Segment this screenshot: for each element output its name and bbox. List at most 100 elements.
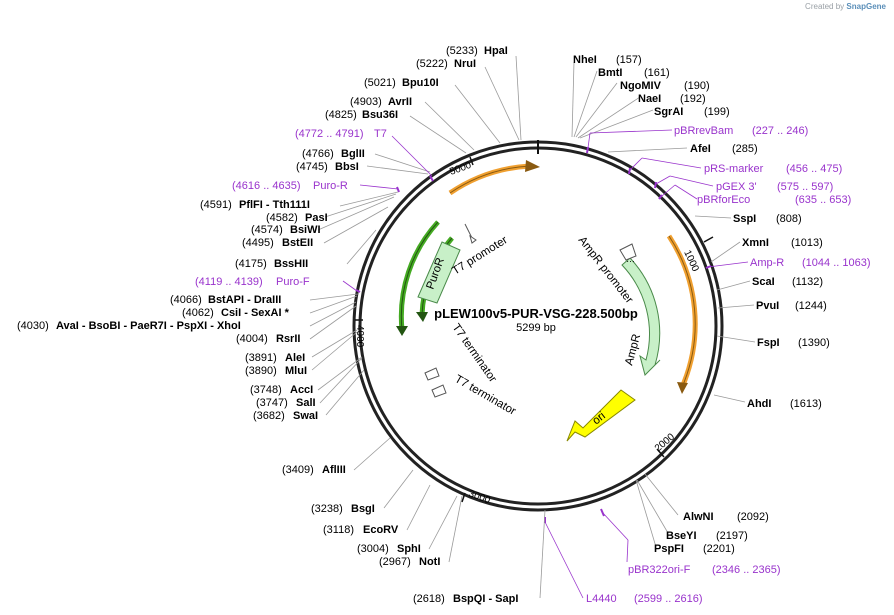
primer-name-t7: T7 [374, 128, 387, 140]
site-pos-bsteii: (4495) [242, 237, 274, 249]
tick-5000 [469, 156, 474, 166]
tick-1000 [703, 236, 714, 243]
puror-arrow-inner-head [416, 312, 428, 322]
site-pos-pasi: (4582) [266, 212, 298, 224]
primer-leader-lines [342, 129, 749, 599]
primer-name-puro-r: Puro-R [313, 180, 348, 192]
small-markers [424, 223, 477, 398]
primer-pos-prs-marker: (456 .. 475) [786, 163, 842, 175]
site-name-bsteii: BstEII [282, 237, 313, 249]
site-pos-ngomiv: (190) [684, 80, 710, 92]
primer-name-pbrrevbam: pBRrevBam [674, 125, 733, 137]
primer-name-prs-marker: pRS-marker [704, 163, 764, 175]
site-pos-hpai: (5233) [446, 45, 478, 57]
site-name-rsrii: RsrII [276, 333, 300, 345]
site-name-sgrai: SgrAI [654, 106, 683, 118]
t7-terminator-label-2: T7 terminator [453, 373, 518, 418]
outer-features [448, 160, 698, 394]
plasmid-length: 5299 bp [516, 322, 556, 334]
ampr-label: AmpR [623, 333, 643, 367]
primer-mark-pbrrevbam [586, 146, 589, 154]
site-pos-acci: (3748) [250, 384, 282, 396]
leader-lines [309, 55, 756, 599]
site-pos-fspi: (1390) [798, 337, 830, 349]
t7-promoter-marker [464, 223, 473, 239]
site-pos-mlui: (3890) [245, 365, 277, 377]
tick-2000 [656, 448, 665, 458]
t7-promoter-label: T7 promoter [450, 234, 510, 277]
t7-promoter-marker-head [469, 234, 477, 244]
tick-label-3000: 3000 [467, 488, 492, 506]
site-name-noti: NotI [419, 556, 440, 568]
primer-mark-pbrforeco [658, 194, 663, 200]
site-pos-avai: (4030) [17, 320, 49, 332]
site-pos-ecorv: (3118) [323, 524, 354, 536]
site-name-bseyi: BseYI [666, 530, 697, 542]
site-pos-afei: (285) [732, 143, 758, 155]
snapgene-brand: Created by SnapGene [805, 2, 886, 11]
site-pos-pflfi: (4591) [200, 199, 232, 211]
site-pos-bglii: (4766) [302, 148, 334, 160]
tick-3000 [461, 492, 466, 503]
primer-pos-pbrforeco: (635 .. 653) [795, 194, 851, 206]
site-name-avai: AvaI - BsoBI - PaeR7I - PspXI - XhoI [56, 320, 241, 332]
site-name-xmni: XmnI [742, 237, 769, 249]
site-pos-rsrii: (4004) [236, 333, 268, 345]
site-name-alwni: AlwNI [683, 511, 714, 523]
site-name-bbsi: BbsI [335, 161, 359, 173]
site-pos-naei: (192) [680, 93, 706, 105]
site-name-bglii: BglII [341, 148, 365, 160]
site-pos-bspqi: (2618) [413, 593, 445, 605]
primer-name-l4440: L4440 [586, 593, 617, 605]
site-pos-bsgi: (3238) [311, 503, 343, 515]
site-name-acci: AccI [290, 384, 313, 396]
site-name-bsu36i: Bsu36I [362, 109, 398, 121]
site-name-bspqi: BspQI - SapI [453, 593, 518, 605]
site-name-bsgi: BsgI [351, 503, 375, 515]
site-name-avrii: AvrII [388, 96, 412, 108]
site-name-swai: SwaI [293, 410, 318, 422]
primer-mark-pgex [654, 181, 657, 189]
site-name-pasi: PasI [305, 212, 328, 224]
site-pos-alwni: (2092) [737, 511, 769, 523]
site-name-sali: SalI [296, 397, 316, 409]
site-pos-bseyi: (2197) [716, 530, 748, 542]
puror-arrow-outer-head [396, 326, 408, 336]
puror-feature [417, 241, 461, 304]
ampr-promoter-mark [619, 243, 637, 261]
site-pos-swai: (3682) [253, 410, 285, 422]
primer-name-pbr322ori: pBR322ori-F [628, 564, 691, 576]
site-name-fspi: FspI [757, 337, 780, 349]
primer-mark-puro-r [396, 186, 400, 193]
site-pos-bsu36i: (4825) [325, 109, 357, 121]
site-pos-afliii: (3409) [282, 464, 314, 476]
brand-created-by: Created by [805, 2, 845, 11]
site-pos-bsshii: (4175) [235, 258, 267, 270]
site-pos-alei: (3891) [245, 352, 277, 364]
brand-product: SnapGene [846, 2, 886, 11]
primer-pos-t7: (4772 .. 4791) [295, 128, 364, 140]
t7-terminator-marker-1 [424, 367, 440, 381]
primer-name-amp-r: Amp-R [750, 257, 784, 269]
left-site-labels: (5233) HpaI (5222) NruI (5021) Bpu10I (4… [17, 45, 518, 605]
site-pos-avrii: (4903) [350, 96, 382, 108]
primer-pos-pbr322ori: (2346 .. 2365) [712, 564, 781, 576]
puror-arrow-outer-edge [400, 221, 439, 331]
feature-arrow-right-outline [668, 235, 696, 386]
site-pos-bstapi: (4066) [170, 294, 202, 306]
feature-arrow-right-head [677, 382, 688, 394]
primer-pos-pgex: (575 .. 597) [777, 181, 833, 193]
site-pos-sgrai: (199) [704, 106, 730, 118]
primer-pos-l4440: (2599 .. 2616) [634, 593, 703, 605]
site-pos-noti: (2967) [379, 556, 411, 568]
site-name-bsiwi: BsiWI [290, 224, 321, 236]
site-name-sspi: SspI [733, 213, 756, 225]
site-name-afliii: AflIII [322, 464, 346, 476]
site-name-pflfi: PflFI - Tth111I [239, 199, 310, 211]
site-pos-bpu10i: (5021) [364, 77, 396, 89]
site-name-bstapi: BstAPI - DraIII [208, 294, 281, 306]
site-name-csii: CsiI - SexAI * [221, 307, 290, 319]
site-pos-sali: (3747) [256, 397, 288, 409]
site-name-bsshii: BssHII [274, 258, 308, 270]
